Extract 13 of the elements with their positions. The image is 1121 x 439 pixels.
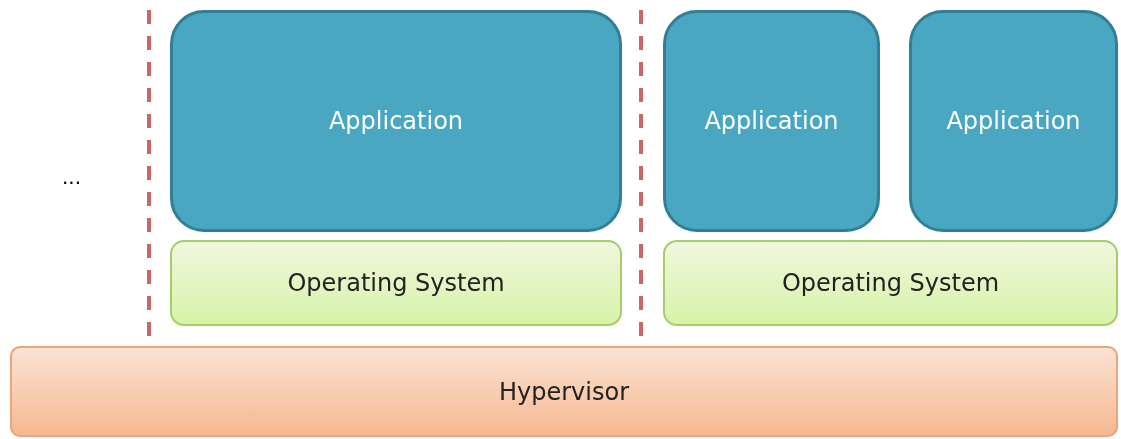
operating-system-box (170, 240, 622, 326)
node-label: Application (328, 107, 464, 135)
node-label: Operating System (781, 269, 1000, 297)
application-box (170, 10, 622, 232)
node-label: Operating System (287, 269, 505, 297)
operating-system-box (663, 240, 1118, 326)
application-box (909, 10, 1118, 232)
node-label: Application (946, 107, 1081, 135)
ellipsis-text: ... (62, 165, 82, 189)
hypervisor-bar (10, 346, 1118, 437)
application-box (663, 10, 880, 232)
node-label: Application (704, 107, 839, 135)
node-label: Hypervisor (498, 377, 629, 406)
